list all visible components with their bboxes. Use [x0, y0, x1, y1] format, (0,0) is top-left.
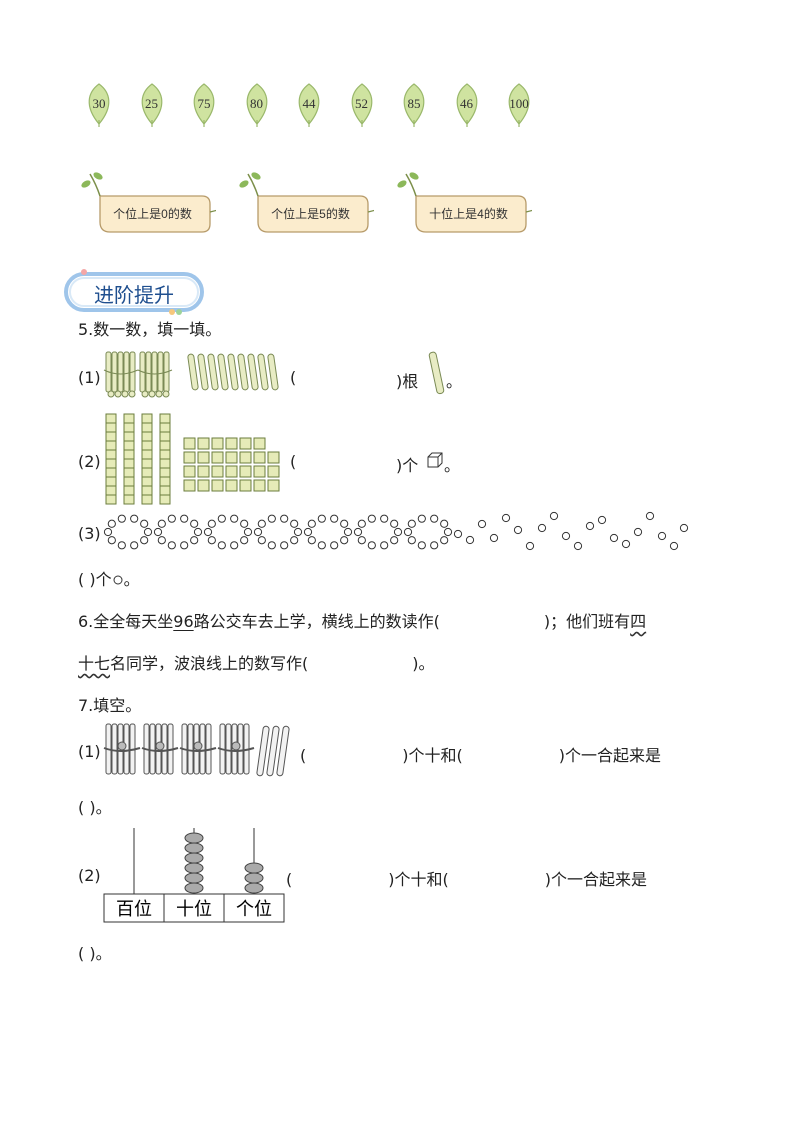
tag-label: 个位上是0的数 — [113, 207, 192, 221]
q7-p2-text: ( )个十和( )个一合起来是 — [286, 866, 647, 890]
q5-p1-answer-blank[interactable] — [300, 368, 396, 388]
number-leaf[interactable]: 25 — [135, 82, 169, 128]
number-leaf[interactable]: 46 — [450, 82, 484, 128]
q5-p3-end: 。 — [123, 570, 140, 589]
q7-p2-label: (2) — [78, 866, 101, 885]
flower-dot-icon — [81, 269, 87, 275]
number-leaf[interactable]: 85 — [397, 82, 431, 128]
circle-groups-image — [103, 511, 689, 551]
q6-line2: 十七名同学，波浪线上的数写作( )。 — [78, 650, 435, 674]
leaf-number: 46 — [460, 96, 473, 111]
q5-p2-end: 。 — [444, 456, 461, 475]
number-leaf[interactable]: 75 — [187, 82, 221, 128]
number-leaf[interactable]: 30 — [82, 82, 116, 128]
leaf-number: 100 — [509, 96, 529, 111]
q5-p3-answer-text: ( )个 — [78, 570, 112, 589]
category-tag[interactable]: 个位上是5的数 — [234, 170, 374, 233]
q5-p1-label: (1) — [78, 368, 101, 387]
leaf-icon — [403, 83, 425, 127]
leaf-icon — [88, 83, 110, 127]
single-stick-icon — [428, 351, 445, 395]
q6-text-c: )；他们班有 — [543, 612, 631, 631]
category-tag[interactable]: 十位上是4的数 — [392, 170, 532, 233]
q5-p1-unit: )根 — [396, 372, 419, 391]
number-leaf[interactable]: 100 — [502, 82, 536, 128]
q7-p1-mid: )个十和( — [402, 746, 463, 765]
leaf-icon — [351, 83, 372, 127]
q7-p2-answer: ( )。 — [78, 944, 112, 963]
badge-frame-icon — [64, 269, 204, 315]
q7-p1-text: ( )个十和( )个一合起来是 — [300, 742, 661, 766]
q5-p3-label: (3) — [78, 524, 101, 543]
leaf-number: 52 — [355, 96, 368, 111]
leaf-number: 30 — [92, 96, 106, 111]
branch-tag-icon — [239, 172, 374, 233]
q6-line1: 6.全全每天坐96路公交车去上学，横线上的数读作( )；他们班有四 — [78, 608, 646, 632]
base-ten-blocks-image — [105, 413, 280, 505]
number-leaf[interactable]: 80 — [240, 82, 274, 128]
q6-text-d: 名同学，波浪线上的数写作( — [110, 654, 309, 673]
q5-p3-answer: ( )个。 — [78, 566, 140, 590]
q6-text-e: )。 — [412, 654, 435, 673]
q5-p2-answer-blank[interactable] — [300, 452, 396, 472]
small-circle-icon — [113, 575, 123, 585]
q5-p2-label: (2) — [78, 452, 101, 471]
stick-bundles-tens-image — [103, 723, 290, 777]
leaf-number: 85 — [407, 96, 421, 111]
cube-icon — [427, 452, 443, 468]
q7-p1-answer: ( )。 — [78, 798, 112, 817]
q5-p1-end: 。 — [446, 372, 463, 391]
leaf-number: 75 — [197, 96, 211, 111]
branch-tag-icon — [397, 172, 532, 233]
abacus-image: 百位 十位 个位 — [103, 828, 285, 923]
number-leaf[interactable]: 52 — [345, 82, 379, 128]
leaf-icon — [193, 83, 215, 127]
leaf-icon — [508, 83, 530, 127]
q7-p1-open: ( — [300, 746, 307, 765]
branch-tag-icon — [81, 172, 216, 233]
q7-p2-mid: )个十和( — [388, 870, 449, 889]
q7-p1-tail: )个一合起来是 — [558, 746, 661, 765]
q7-p2-open: ( — [286, 870, 293, 889]
leaf-icon — [246, 83, 267, 127]
leaf-icon — [298, 83, 320, 127]
abacus-label-ones: 个位 — [236, 899, 272, 920]
number-leaf[interactable]: 44 — [292, 82, 326, 128]
q5-p2-open: ( — [290, 452, 297, 471]
stick-bundles-image — [103, 351, 279, 398]
tag-label: 个位上是5的数 — [271, 207, 350, 221]
leaf-number: 44 — [302, 96, 316, 111]
q6-underlined-number: 96 — [173, 612, 194, 631]
abacus-label-hundreds: 百位 — [116, 899, 152, 920]
q6-wavy-text-1: 四 — [630, 612, 647, 631]
q5-p2-unit: )个 — [396, 456, 419, 475]
abacus-label-tens: 十位 — [176, 899, 212, 920]
q6-text-a: 6.全全每天坐 — [78, 612, 174, 631]
tag-label: 十位上是4的数 — [429, 207, 508, 221]
q7-p2-tail: )个一合起来是 — [544, 870, 647, 889]
q5-title: 5.数一数，填一填。 — [78, 320, 222, 339]
section-title: 进阶提升 — [94, 283, 174, 307]
leaf-icon — [456, 83, 477, 127]
q5-p1-open: ( — [290, 368, 297, 387]
leaf-icon — [141, 83, 162, 127]
q7-p1-label: (1) — [78, 742, 101, 761]
q6-wavy-text-2: 十七 — [78, 654, 111, 673]
q7-title: 7.填空。 — [78, 696, 142, 715]
leaf-number: 80 — [250, 96, 263, 111]
category-tag[interactable]: 个位上是0的数 — [76, 170, 216, 233]
section-badge: 进阶提升 — [62, 268, 206, 316]
leaf-number: 25 — [145, 96, 158, 111]
q6-text-b: 路公交车去上学，横线上的数读作( — [193, 612, 440, 631]
